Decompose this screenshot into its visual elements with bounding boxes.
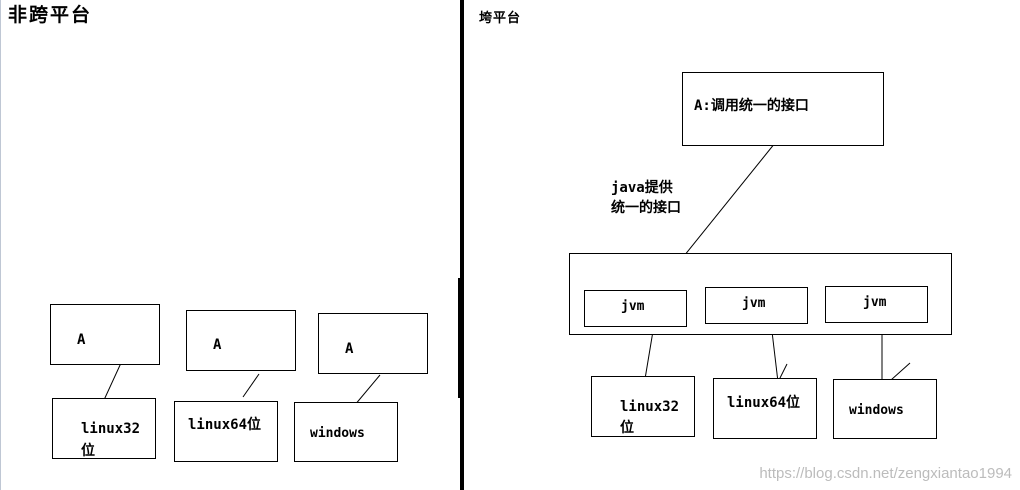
- jvm-box-1: jvm: [584, 290, 687, 327]
- connector-left-2: [242, 373, 260, 398]
- right-title: 垮平台: [479, 11, 522, 26]
- left-app-label-3: A: [345, 341, 354, 357]
- left-platform-box-3: windows: [294, 402, 398, 462]
- left-platform-line2-1: 位: [81, 443, 95, 459]
- right-platform-box-1: linux32 位: [591, 376, 695, 437]
- right-platform-box-3: windows: [833, 379, 937, 439]
- watermark-url: https://blog.csdn.net/zengxiantao1994: [759, 465, 1012, 482]
- jvm-label-3: jvm: [863, 295, 887, 310]
- connector-interface-jvm: [683, 142, 776, 257]
- left-title: 非跨平台: [8, 4, 93, 26]
- java-note-line1: java提供: [611, 180, 673, 196]
- left-platform-box-2: linux64位: [174, 401, 278, 462]
- left-app-box-2: A: [186, 310, 296, 371]
- jvm-label-1: jvm: [621, 299, 645, 314]
- connector-left-1: [103, 362, 122, 401]
- right-platform-line1-2: linux64位: [727, 395, 801, 411]
- left-app-label-1: A: [77, 332, 86, 348]
- left-platform-box-1: linux32 位: [52, 398, 156, 459]
- left-app-box-3: A: [318, 313, 428, 374]
- jvm-label-2: jvm: [742, 296, 766, 311]
- interface-box: A:调用统一的接口: [682, 72, 884, 146]
- left-edge-line: [0, 0, 1, 490]
- left-app-box-1: A: [50, 304, 160, 365]
- left-platform-line1-2: linux64位: [188, 417, 262, 433]
- jvm-box-3: jvm: [825, 286, 928, 323]
- java-note-line2: 统一的接口: [611, 200, 681, 216]
- right-platform-line2-1: 位: [620, 420, 634, 436]
- interface-label: A:调用统一的接口: [694, 98, 809, 114]
- left-platform-line1-3: windows: [310, 426, 365, 441]
- right-platform-box-2: linux64位: [713, 378, 817, 439]
- right-platform-line1-1: linux32: [620, 399, 680, 415]
- center-divider: [460, 0, 464, 490]
- right-platform-line1-3: windows: [849, 403, 904, 418]
- jvm-box-2: jvm: [705, 287, 808, 324]
- left-app-label-2: A: [213, 337, 222, 353]
- center-divider-thick: [458, 278, 464, 398]
- left-platform-line1-1: linux32: [81, 421, 141, 437]
